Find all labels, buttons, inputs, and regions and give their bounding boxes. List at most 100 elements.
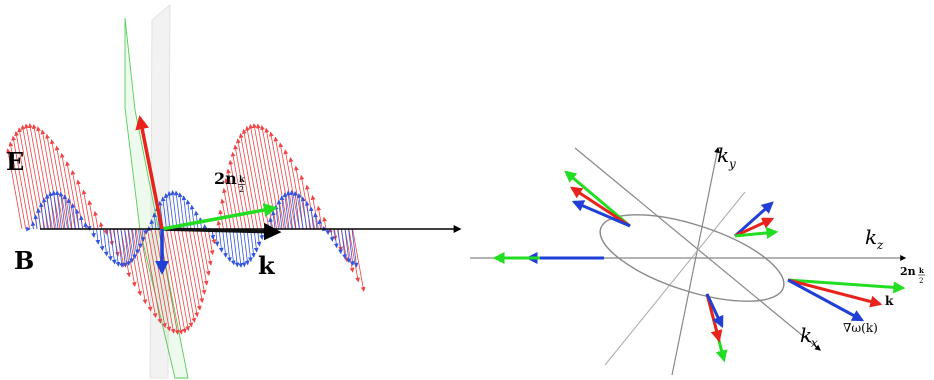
e-field-vector — [348, 228, 360, 283]
e-field-vector — [40, 129, 61, 230]
arrow-bundle-bottom — [705, 293, 728, 363]
label-E: E — [6, 147, 24, 176]
e-field-vector — [252, 123, 274, 230]
b-field-vector — [44, 193, 52, 230]
svg-text:k: k — [717, 143, 729, 167]
b-field-vector — [117, 228, 124, 268]
e-field-vector — [128, 228, 142, 297]
e-field-vector — [93, 210, 99, 230]
e-field-main-arrow — [135, 115, 164, 230]
e-field-vector — [31, 124, 53, 230]
svg-text:k: k — [800, 323, 812, 347]
b-field-vector — [152, 212, 157, 230]
e-field-vector — [20, 124, 42, 230]
e-field-vector — [169, 228, 191, 332]
svg-text:z: z — [876, 238, 884, 252]
label-B: B — [14, 246, 34, 275]
b-field-vector — [218, 228, 224, 253]
e-field-vector — [11, 135, 30, 230]
e-field-vector — [216, 220, 222, 230]
e-field-vector — [181, 228, 200, 318]
e-field-vector — [222, 188, 232, 230]
k-vector-arrow — [161, 222, 282, 241]
svg-text:k: k — [865, 225, 877, 249]
b-field-vector — [243, 228, 250, 266]
e-field-vector — [288, 157, 304, 230]
b-field-vector — [120, 228, 128, 268]
b-field-vector — [250, 228, 256, 258]
label-ky: k y — [717, 143, 736, 171]
wavefront-plane — [124, 17, 189, 379]
ky-axis — [671, 146, 720, 376]
e-field-vector — [278, 142, 296, 230]
e-field-vector — [103, 228, 109, 235]
arrow-bundle-right — [787, 278, 906, 322]
b-field-vector — [300, 196, 307, 230]
label-kx: k x — [800, 323, 818, 350]
b-field-vector — [33, 214, 39, 230]
b-field-vector — [113, 228, 121, 267]
e-field-vector — [14, 130, 34, 230]
b-field-vector — [167, 190, 174, 230]
e-field-vector — [147, 228, 167, 329]
e-field-vector — [17, 127, 38, 230]
b-field-vector — [106, 228, 113, 262]
e-field-vector — [173, 228, 194, 328]
e-field-vector — [204, 228, 213, 266]
e-field-vector — [135, 228, 153, 312]
em-wave-panel: E B k 2n k 2 — [5, 4, 462, 379]
b-field-vector — [344, 228, 351, 264]
b-field-vector — [74, 208, 80, 230]
b-field-vector — [41, 197, 48, 230]
k-space-panel: k x k y k z 2n k 2 k ∇ω(k) — [470, 143, 925, 376]
e-field-vector — [59, 152, 76, 230]
svg-text:k: k — [919, 266, 924, 275]
e-field-vector — [283, 149, 300, 230]
b-field-vector — [55, 190, 62, 230]
e-field-vector — [143, 228, 163, 324]
b-field-vector — [163, 193, 171, 230]
b-field-vector — [189, 204, 195, 230]
b-field-vector — [160, 196, 167, 230]
e-field-vector — [36, 126, 57, 230]
e-field-vector — [54, 145, 72, 230]
b-field-vector — [58, 191, 66, 230]
b-field-vector — [137, 228, 143, 249]
b-field-vector — [51, 190, 59, 230]
b-field-vector — [193, 210, 199, 230]
b-field-vector — [229, 228, 236, 266]
b-field-vector — [333, 228, 339, 249]
e-field-vector — [185, 228, 202, 311]
label-2n-k-half: 2n k 2 — [214, 169, 245, 194]
e-field-vector — [65, 160, 80, 230]
e-field-vector — [228, 159, 243, 230]
e-field-vector — [166, 228, 187, 334]
b-field-vector — [296, 193, 304, 230]
b-field-vector — [325, 228, 331, 235]
b-field-vector — [282, 192, 290, 230]
b-field-vector — [329, 228, 335, 242]
e-field-vector — [8, 141, 27, 230]
e-field-vector — [45, 133, 65, 230]
b-field-vector — [317, 219, 323, 230]
b-field-vector — [246, 228, 253, 263]
e-field-vector — [162, 228, 184, 335]
b-field-vector — [293, 190, 300, 230]
e-field-vector — [260, 125, 281, 230]
b-field-vector — [38, 202, 45, 230]
e-field-vector — [81, 189, 91, 230]
e-field-vector — [316, 205, 323, 230]
e-field-vector — [76, 179, 87, 230]
b-field-vector — [110, 228, 117, 265]
b-field-vector — [36, 207, 41, 230]
e-field-vector — [5, 148, 23, 230]
e-field-vector — [196, 228, 209, 286]
b-field-vector — [225, 228, 232, 263]
2n-k-half-arrow — [161, 203, 278, 231]
svg-text:2: 2 — [239, 185, 244, 194]
b-field-vector — [239, 228, 247, 268]
svg-text:2: 2 — [919, 277, 923, 285]
b-field-vector — [348, 228, 355, 267]
arrow-bundle-upper-left — [564, 170, 631, 228]
e-field-vector — [273, 136, 293, 230]
